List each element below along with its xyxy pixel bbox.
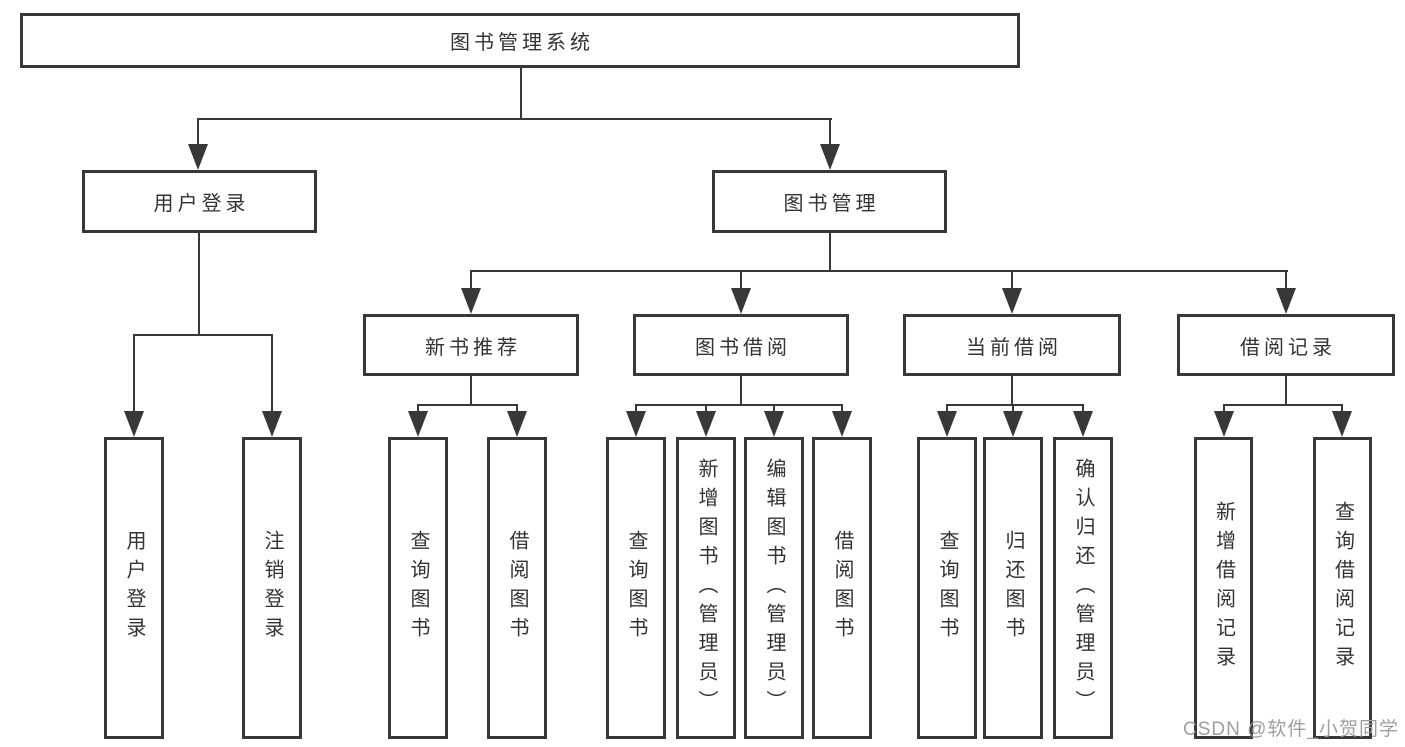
arrow-down-icon bbox=[1002, 288, 1022, 314]
arrow-down-icon bbox=[124, 411, 144, 437]
connector-line bbox=[198, 233, 200, 336]
leaf-borrow-books-label: 借阅图书 bbox=[831, 530, 853, 646]
leaf-confirm-return-admin: 确认归还（管理员） bbox=[1053, 437, 1113, 739]
leaf-recommend-query-books: 查询图书 bbox=[388, 437, 448, 739]
leaf-logout-label: 注销登录 bbox=[261, 530, 283, 646]
node-borrow-record: 借阅记录 bbox=[1177, 314, 1395, 376]
leaf-return-books-label: 归还图书 bbox=[1002, 530, 1024, 646]
connector-line bbox=[417, 404, 518, 406]
node-borrow-record-label: 借阅记录 bbox=[1240, 336, 1336, 359]
node-user-login: 用户登录 bbox=[82, 170, 317, 233]
leaf-add-borrow-record: 新增借阅记录 bbox=[1194, 437, 1253, 739]
csdn-watermark: CSDN @软件_小贺同学 bbox=[1183, 719, 1399, 740]
connector-line bbox=[470, 376, 472, 406]
arrow-down-icon bbox=[937, 411, 957, 437]
arrow-down-icon bbox=[461, 288, 481, 314]
leaf-confirm-return-admin-label: 确认归还（管理员） bbox=[1072, 457, 1094, 719]
leaf-user-login: 用户登录 bbox=[104, 437, 164, 739]
connector-line bbox=[1011, 270, 1013, 290]
leaf-edit-books-admin: 编辑图书（管理员） bbox=[744, 437, 804, 739]
connector-line bbox=[1223, 404, 1343, 406]
leaf-query-borrow-record-label: 查询借阅记录 bbox=[1331, 501, 1354, 675]
leaf-return-books: 归还图书 bbox=[983, 437, 1043, 739]
arrow-down-icon bbox=[507, 411, 527, 437]
connector-line bbox=[1285, 376, 1287, 406]
node-root: 图书管理系统 bbox=[20, 13, 1020, 68]
arrow-down-icon bbox=[408, 411, 428, 437]
connector-line bbox=[133, 334, 273, 336]
connector-line bbox=[470, 270, 472, 290]
leaf-current-query-books: 查询图书 bbox=[917, 437, 977, 739]
leaf-current-query-books-label: 查询图书 bbox=[936, 530, 958, 646]
arrow-down-icon bbox=[262, 411, 282, 437]
connector-line bbox=[520, 68, 522, 119]
node-current-borrow: 当前借阅 bbox=[903, 314, 1121, 376]
node-user-login-label: 用户登录 bbox=[153, 193, 250, 215]
arrow-down-icon bbox=[1073, 411, 1093, 437]
leaf-logout: 注销登录 bbox=[242, 437, 302, 739]
connector-line bbox=[271, 334, 273, 414]
node-root-label: 图书管理系统 bbox=[450, 32, 594, 54]
leaf-recommend-borrow-books: 借阅图书 bbox=[487, 437, 547, 739]
leaf-recommend-query-books-label: 查询图书 bbox=[407, 530, 429, 646]
leaf-borrow-books: 借阅图书 bbox=[812, 437, 872, 739]
node-book-management-label: 图书管理 bbox=[783, 193, 880, 215]
connector-line bbox=[829, 233, 831, 272]
arrow-down-icon bbox=[820, 144, 840, 170]
connector-line bbox=[1285, 270, 1287, 290]
leaf-recommend-borrow-books-label: 借阅图书 bbox=[506, 530, 528, 646]
node-book-borrow: 图书借阅 bbox=[633, 314, 849, 376]
node-new-book-recommend: 新书推荐 bbox=[363, 314, 579, 376]
connector-line bbox=[1011, 376, 1013, 406]
arrow-down-icon bbox=[1332, 411, 1352, 437]
connector-line bbox=[740, 270, 742, 290]
connector-line bbox=[197, 118, 832, 120]
leaf-user-login-label: 用户登录 bbox=[123, 530, 145, 646]
arrow-down-icon bbox=[1003, 411, 1023, 437]
connector-line bbox=[740, 376, 742, 406]
leaf-edit-books-admin-label: 编辑图书（管理员） bbox=[763, 457, 785, 719]
node-book-borrow-label: 图书借阅 bbox=[695, 336, 791, 359]
connector-line bbox=[946, 404, 1084, 406]
leaf-add-books-admin-label: 新增图书（管理员） bbox=[695, 457, 717, 719]
arrow-down-icon bbox=[696, 411, 716, 437]
connector-line bbox=[829, 118, 831, 150]
leaf-borrow-query-books-label: 查询图书 bbox=[625, 530, 647, 646]
arrow-down-icon bbox=[832, 411, 852, 437]
node-current-borrow-label: 当前借阅 bbox=[966, 336, 1062, 359]
arrow-down-icon bbox=[1276, 288, 1296, 314]
connector-line bbox=[635, 404, 843, 406]
arrow-down-icon bbox=[188, 144, 208, 170]
connector-line bbox=[470, 270, 1288, 272]
node-book-management: 图书管理 bbox=[712, 170, 947, 233]
connector-line bbox=[197, 118, 199, 150]
arrow-down-icon bbox=[1214, 411, 1234, 437]
arrow-down-icon bbox=[731, 288, 751, 314]
connector-line bbox=[133, 334, 135, 414]
arrow-down-icon bbox=[626, 411, 646, 437]
leaf-query-borrow-record: 查询借阅记录 bbox=[1313, 437, 1372, 739]
leaf-add-borrow-record-label: 新增借阅记录 bbox=[1212, 501, 1235, 675]
leaf-add-books-admin: 新增图书（管理员） bbox=[676, 437, 736, 739]
leaf-borrow-query-books: 查询图书 bbox=[606, 437, 666, 739]
node-new-book-recommend-label: 新书推荐 bbox=[425, 336, 521, 359]
arrow-down-icon bbox=[764, 411, 784, 437]
